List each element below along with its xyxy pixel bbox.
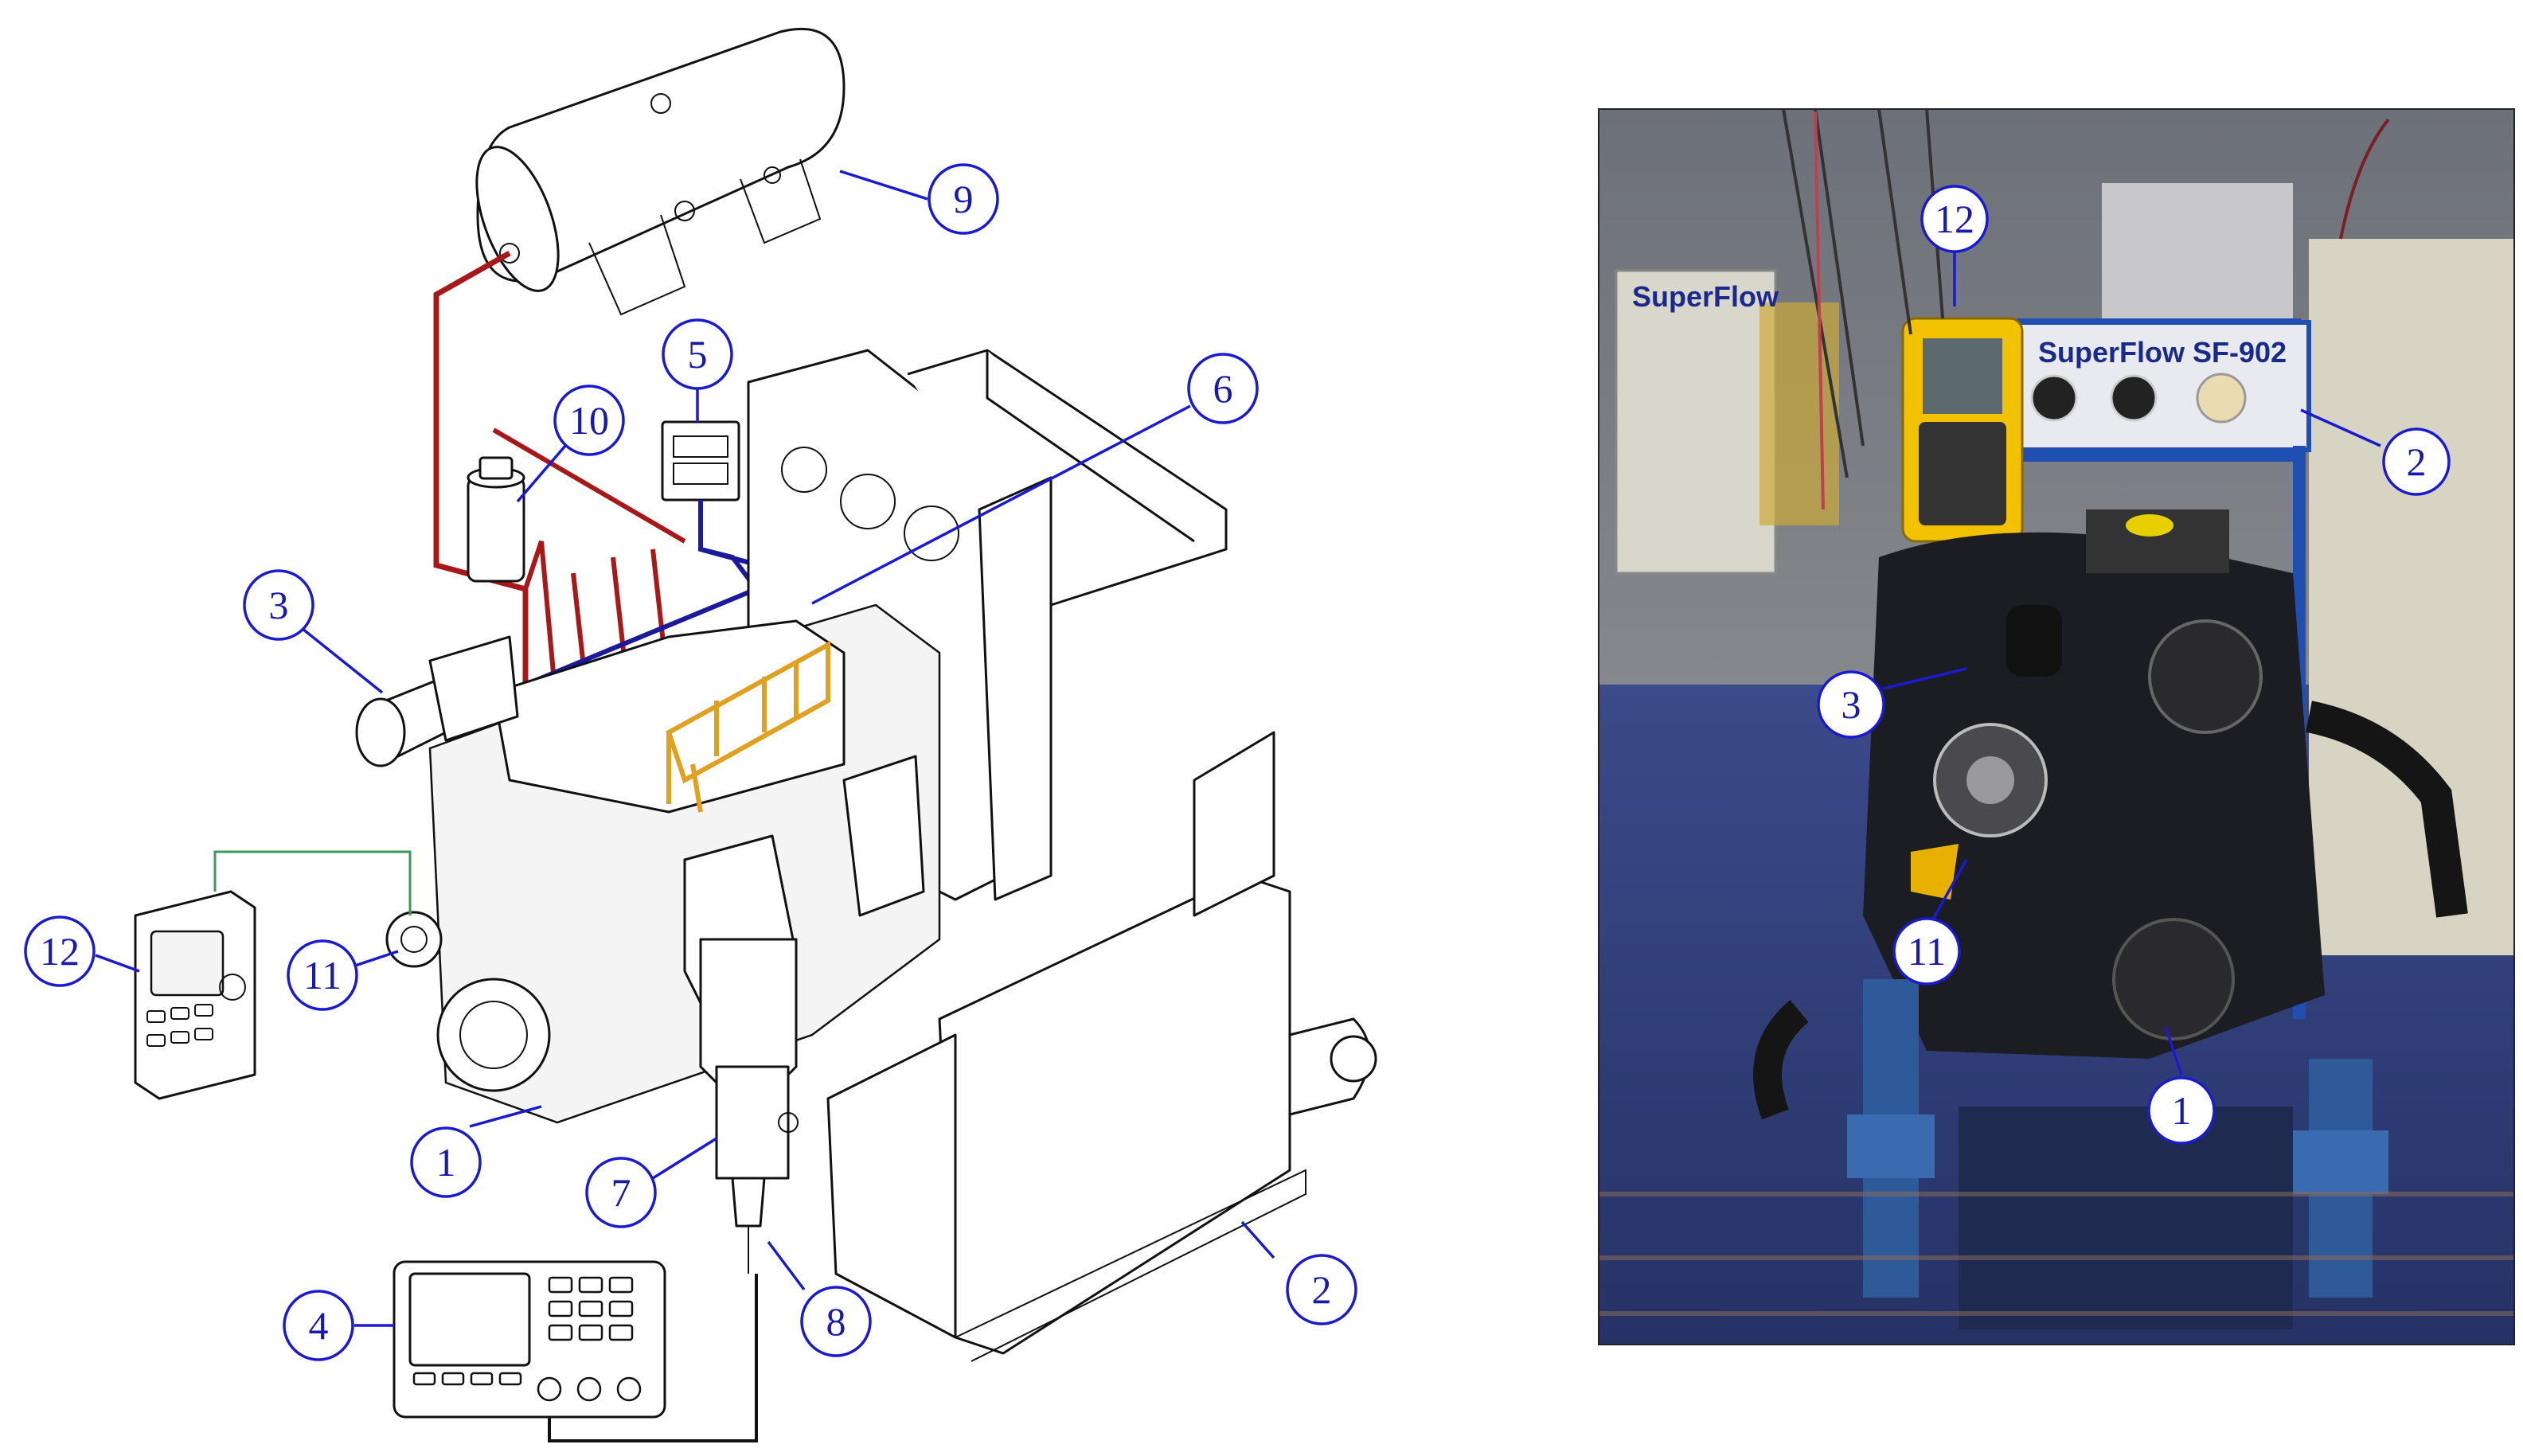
cabinet-brand-label: SuperFlow [1632, 280, 1779, 313]
callout-12: 12 [24, 915, 96, 987]
callout-12-label: 12 [40, 929, 80, 974]
sensor-harness [666, 640, 830, 813]
callout-8-label: 8 [826, 1299, 846, 1344]
fuel-filter [467, 456, 525, 583]
exhaust-pipe [699, 938, 799, 1180]
photo-callout-3: 3 [1817, 670, 1885, 739]
photo-callout-1-label: 1 [2172, 1088, 2192, 1133]
photo-callout-11: 11 [1892, 917, 1961, 986]
left-callouts: 1 2 3 4 5 6 7 8 9 10 11 12 [24, 163, 1357, 1361]
test-bench-photo: SuperFlow SuperFlow SF-902 [1598, 108, 2515, 1345]
photo-callout-1: 1 [2147, 1076, 2216, 1145]
panel-brand-label: SuperFlow SF-902 [2038, 336, 2287, 369]
meter-signal-line [213, 850, 412, 915]
photo-callout-3-label: 3 [1841, 682, 1861, 727]
callout-2: 2 [1286, 1254, 1357, 1325]
callout-11: 11 [287, 939, 358, 1011]
right-callouts: 12 2 3 11 1 [1817, 185, 2451, 1145]
photo-callout-11-label: 11 [1908, 929, 1946, 974]
callout-11-label: 11 [303, 953, 342, 997]
callout-4-label: 4 [309, 1303, 329, 1348]
photo-callout-2: 2 [2382, 427, 2451, 496]
callout-7: 7 [585, 1157, 657, 1228]
callout-7-label: 7 [611, 1170, 631, 1215]
callout-8: 8 [800, 1286, 872, 1357]
right-leaders [1882, 251, 2381, 1075]
callout-2-label: 2 [1312, 1267, 1332, 1312]
handheld-meter [134, 890, 256, 1100]
oscilloscope [393, 1260, 666, 1419]
pressure-sensor [731, 1177, 766, 1274]
callout-6: 6 [1187, 353, 1259, 424]
air-tank [475, 27, 846, 316]
callout-3-label: 3 [269, 583, 289, 627]
callout-5: 5 [662, 318, 733, 390]
callout-9: 9 [928, 163, 999, 235]
callout-5-label: 5 [688, 332, 708, 377]
callout-10-label: 10 [569, 398, 609, 443]
photo-callout-12: 12 [1920, 185, 1989, 253]
air-manifold-lines [492, 427, 686, 717]
callout-3: 3 [243, 569, 314, 641]
callout-1-label: 1 [436, 1140, 456, 1185]
callout-1: 1 [410, 1126, 482, 1198]
callout-9-label: 9 [954, 177, 974, 221]
control-unit [661, 420, 740, 502]
engine-block [385, 603, 941, 1124]
photo-callout-12-label: 12 [1935, 197, 1974, 241]
air-intake [355, 635, 519, 767]
photo-callout-2-label: 2 [2407, 439, 2427, 484]
callout-4: 4 [283, 1290, 354, 1361]
callout-6-label: 6 [1213, 366, 1233, 411]
left-leaders [95, 170, 1275, 1327]
callout-10: 10 [553, 384, 625, 456]
schematic-drawing [134, 27, 1377, 1442]
